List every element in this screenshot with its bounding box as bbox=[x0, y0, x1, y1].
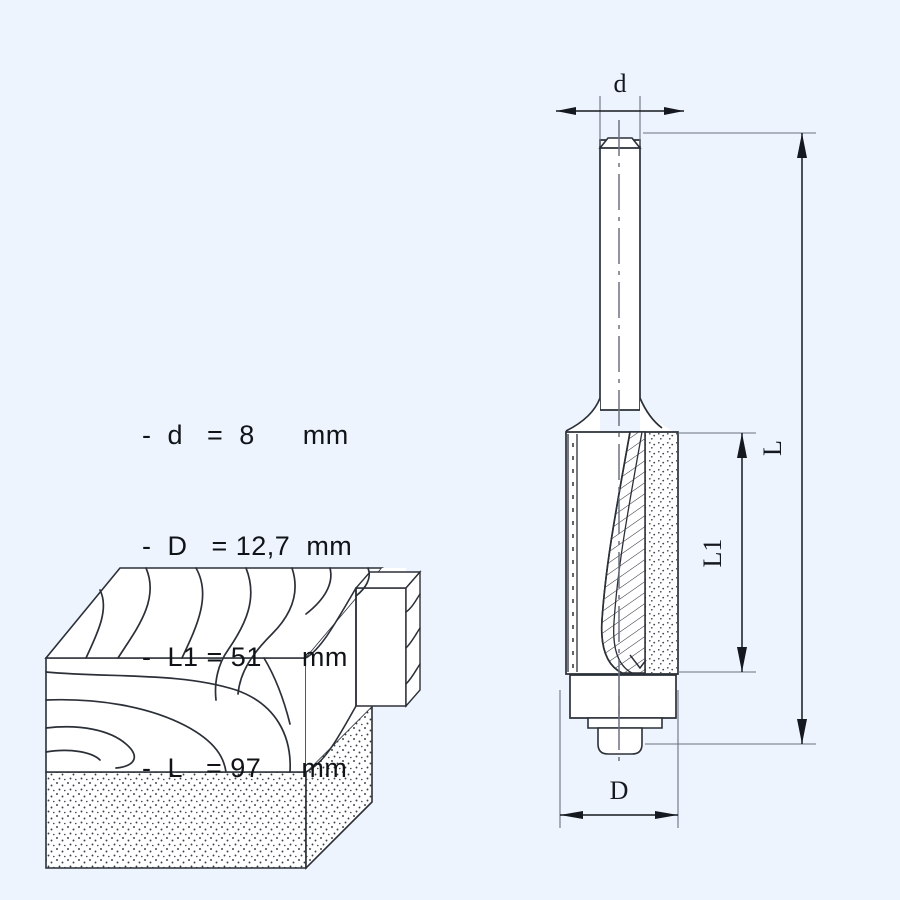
spec-row-L1: - L1 = 51 mm bbox=[142, 642, 348, 672]
bearing-washer bbox=[587, 717, 663, 729]
arrow-d-right bbox=[664, 107, 684, 115]
spec-row-d: - d = 8 mm bbox=[142, 420, 349, 450]
bit-shank bbox=[599, 139, 641, 411]
flute-leading-edge bbox=[600, 431, 631, 674]
flute-tip-mark bbox=[629, 654, 647, 670]
arrow-L1-top bbox=[737, 433, 747, 458]
workpiece-wood-block bbox=[44, 567, 422, 870]
specification-list: - d = 8 mm - D = 12,7 mm - L1 = 51 mm - … bbox=[142, 343, 402, 861]
arrow-d-left bbox=[556, 107, 576, 115]
shank-top-chamfer bbox=[598, 137, 642, 149]
shank-fillet-right bbox=[639, 397, 663, 429]
arrow-L1-bottom bbox=[737, 647, 747, 672]
bearing-screw-head bbox=[597, 727, 643, 755]
dimension-d: d bbox=[556, 69, 684, 115]
rabbet-fillet-top bbox=[305, 587, 357, 659]
dimension-label-d: d bbox=[614, 69, 627, 98]
cutter-section-stipple bbox=[645, 433, 677, 673]
dimension-L: L bbox=[758, 133, 807, 744]
arrow-D-right bbox=[655, 811, 678, 819]
carbide-edge-band bbox=[568, 434, 577, 672]
spec-row-D: - D = 12,7 mm bbox=[142, 531, 353, 561]
wood-grain-arm bbox=[405, 593, 421, 685]
dimension-label-L1: L1 bbox=[698, 539, 727, 568]
arrow-L-bottom bbox=[797, 719, 807, 744]
shank-fillet-left bbox=[565, 397, 601, 432]
wood-grain-top bbox=[85, 567, 371, 701]
fillet-right-fill bbox=[640, 400, 674, 438]
flute-trailing-edge bbox=[613, 431, 643, 675]
dimension-L1: L1 bbox=[698, 433, 747, 672]
arrow-L-top bbox=[797, 133, 807, 158]
extension-lines bbox=[559, 96, 816, 828]
rabbet-fillet-bottom bbox=[305, 705, 357, 773]
dimension-D: D bbox=[560, 776, 678, 819]
dimension-label-D: D bbox=[610, 776, 629, 805]
guide-bearing bbox=[569, 674, 677, 719]
wood-grain-front bbox=[45, 657, 291, 773]
router-bit bbox=[565, 120, 679, 768]
fillet-left-fill bbox=[566, 400, 600, 438]
dimension-label-L: L bbox=[758, 440, 787, 456]
spec-row-L: - L = 97 mm bbox=[142, 753, 348, 783]
arrow-D-left bbox=[560, 811, 583, 819]
